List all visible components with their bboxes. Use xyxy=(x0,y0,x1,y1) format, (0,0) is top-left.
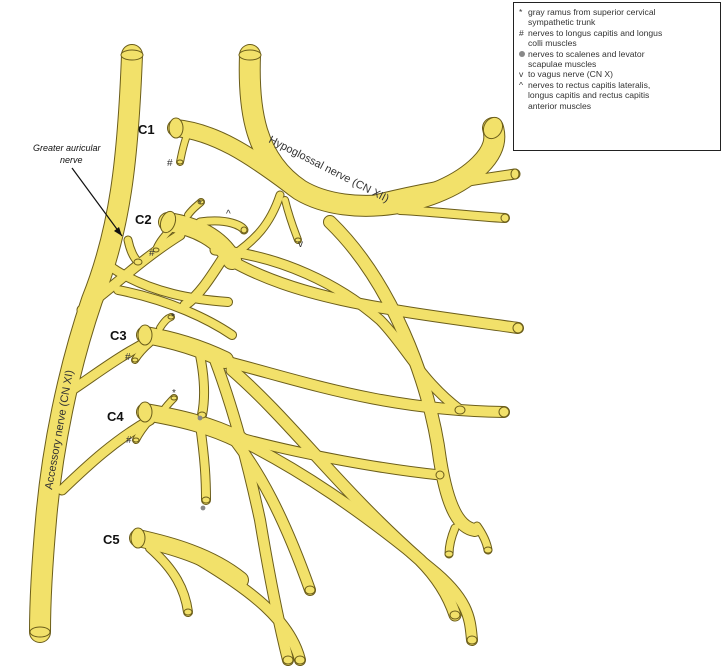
gray-ramus-symbol-c2: * xyxy=(198,199,202,210)
nerve-cut-end xyxy=(305,586,315,594)
legend-dot-icon xyxy=(519,51,525,57)
nerve-cut-end xyxy=(295,656,305,664)
root-label-c1: C1 xyxy=(138,122,155,137)
ansa-loop-outline xyxy=(330,222,475,530)
legend-symbol-v: v xyxy=(519,69,528,79)
nerve-cut-end xyxy=(121,50,143,60)
longus-symbol-c1: # xyxy=(167,158,173,169)
greater-auricular-label-line1: Greater auricular xyxy=(33,143,102,153)
nerve-cut-end xyxy=(134,259,142,265)
legend-symbol-hash: # xyxy=(519,28,528,49)
nerve-cut-end xyxy=(499,407,509,417)
nerve-cut-end xyxy=(239,50,261,60)
legend-symbol-asterisk: * xyxy=(519,7,528,28)
longus-symbol-c3: # xyxy=(125,352,131,363)
legend-text: to vagus nerve (CN X) xyxy=(528,69,613,79)
legend-text: anterior muscles xyxy=(528,101,591,111)
nerve-cut-end xyxy=(511,169,519,179)
nerve-cut-end xyxy=(513,323,523,333)
ansa-loop xyxy=(330,222,475,530)
gray-ramus-symbol-c4: * xyxy=(172,388,176,399)
nerve-cut-end xyxy=(131,528,145,548)
legend-text: colli muscles xyxy=(528,38,577,48)
nerve-cut-end xyxy=(138,402,152,422)
nerve-cut-end xyxy=(501,214,509,222)
legend-item-longus: # nerves to longus capitis and longus co… xyxy=(519,28,715,49)
legend-text: longus capitis and rectus capitis xyxy=(528,90,649,100)
nerve-cut-end xyxy=(177,160,183,164)
c3-scalene-stub xyxy=(200,355,204,415)
nerve-cut-end xyxy=(169,118,183,138)
legend-text: nerves to longus capitis and longus xyxy=(528,28,662,38)
legend-text: scapulae muscles xyxy=(528,59,596,69)
longus-symbol-c4: # xyxy=(126,435,132,446)
root-label-c5: C5 xyxy=(103,532,120,547)
legend-text: nerves to rectus capitis lateralis, xyxy=(528,80,650,90)
legend-item-scalenes: nerves to scalenes and levator scapulae … xyxy=(519,49,715,70)
nerve-cut-end xyxy=(467,636,477,644)
nerve-cut-end xyxy=(484,547,492,553)
root-label-c3: C3 xyxy=(110,328,127,343)
nerve-cut-end xyxy=(132,358,138,362)
ansa-end-2 xyxy=(477,526,488,550)
nerve-cut-end xyxy=(455,406,465,414)
legend-item-rectus: ^ nerves to rectus capitis lateralis, lo… xyxy=(519,80,715,111)
nerve-cut-end xyxy=(133,438,139,442)
scalene-dot-c3 xyxy=(198,416,203,421)
legend-text: gray ramus from superior cervical xyxy=(528,7,656,17)
greater-auricular-label-line2: nerve xyxy=(60,155,83,165)
legend-item-gray-ramus: * gray ramus from superior cervical symp… xyxy=(519,7,715,28)
nerve-cut-end xyxy=(184,609,192,615)
nerve-cut-end xyxy=(445,551,453,557)
c4-to-accessory xyxy=(62,420,150,490)
legend: * gray ramus from superior cervical symp… xyxy=(513,2,721,151)
rectus-symbol: ^ xyxy=(226,209,231,220)
nerve-cut-end xyxy=(283,656,293,664)
nerve-cut-end xyxy=(436,471,444,479)
nerve-cut-end xyxy=(450,611,460,619)
gray-ramus-symbol-c3: * xyxy=(171,312,175,323)
legend-text: sympathetic trunk xyxy=(528,17,595,27)
vagus-symbol: v xyxy=(298,239,303,250)
ansa-end-1 xyxy=(449,528,455,554)
longus-symbol-c2: # xyxy=(149,248,155,259)
nerve-cut-end xyxy=(202,497,210,503)
hypoglossal-branch-2 xyxy=(400,210,505,218)
nerve-cut-end xyxy=(241,227,247,233)
root-label-c2: C2 xyxy=(135,212,152,227)
nerve-cut-end xyxy=(30,627,50,637)
scalene-dot-c4 xyxy=(201,506,206,511)
legend-item-vagus: v to vagus nerve (CN X) xyxy=(519,69,715,79)
root-label-c4: C4 xyxy=(107,409,124,424)
legend-symbol-caret: ^ xyxy=(519,80,528,111)
nerve-cut-end xyxy=(138,325,152,345)
legend-text: nerves to scalenes and levator xyxy=(528,49,645,59)
